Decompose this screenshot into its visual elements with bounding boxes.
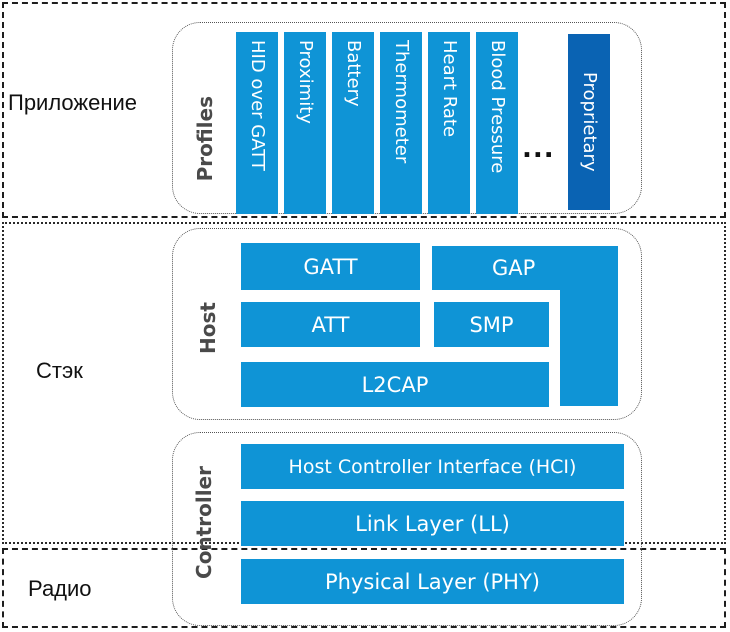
profile-hid-over-gatt: HID over GATT: [236, 32, 278, 214]
hci-block: Host Controller Interface (HCI): [241, 444, 624, 489]
stack-layer-label: Стэк: [36, 358, 83, 383]
controller-group: [172, 432, 642, 626]
profile-heart-rate: Heart Rate: [428, 32, 470, 214]
application-layer-frame: [2, 2, 726, 218]
host-group: [172, 228, 642, 420]
profile-label: Heart Rate: [439, 40, 460, 138]
l2cap-block: L2CAP: [241, 362, 549, 407]
more-profiles-ellipsis: ...: [522, 134, 555, 164]
gap-label: GAP: [492, 256, 536, 280]
profile-label: Proximity: [295, 40, 316, 124]
profile-label: Blood Pressure: [487, 40, 508, 174]
link-layer-block: Link Layer (LL): [241, 501, 624, 546]
application-layer-label: Приложение: [8, 90, 138, 115]
profile-label: Proprietary: [579, 72, 600, 172]
profile-proximity: Proximity: [284, 32, 326, 214]
profile-label: Thermometer: [391, 40, 412, 164]
gatt-block: GATT: [241, 243, 420, 290]
gap-block: [432, 246, 618, 406]
att-block: ATT: [241, 302, 420, 347]
profile-proprietary: Proprietary: [568, 34, 610, 210]
host-title: Host: [196, 302, 220, 354]
profiles-title: Profiles: [193, 96, 217, 182]
controller-title: Controller: [192, 466, 216, 579]
profile-label: Battery: [343, 40, 364, 107]
radio-layer-frame: [2, 548, 726, 628]
radio-layer-label: Радио: [28, 576, 92, 601]
smp-block: SMP: [434, 302, 549, 347]
profile-blood-pressure: Blood Pressure: [476, 32, 518, 214]
profile-battery: Battery: [332, 32, 374, 214]
profile-label: HID over GATT: [247, 40, 268, 171]
physical-layer-block: Physical Layer (PHY): [241, 559, 624, 604]
profile-thermometer: Thermometer: [380, 32, 422, 214]
